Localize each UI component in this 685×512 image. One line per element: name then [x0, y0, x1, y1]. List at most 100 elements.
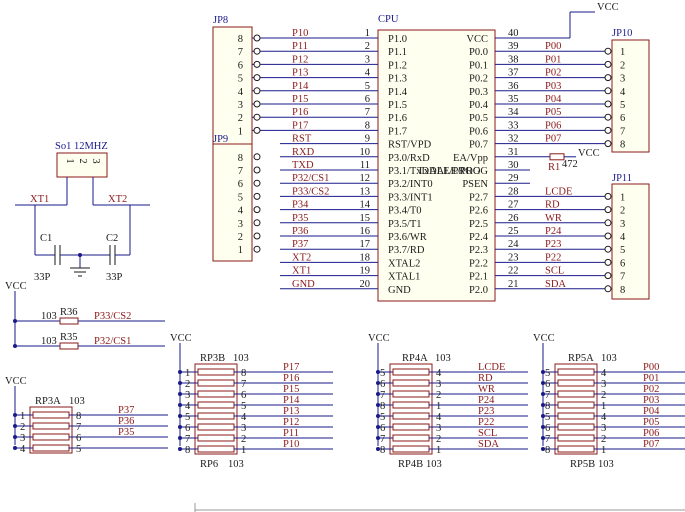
net-label: P24 [545, 226, 562, 237]
crystal-pin-number: 1 [64, 158, 75, 163]
pack-pin-number: 2 [185, 379, 190, 390]
cpu-pin-name: VCC [466, 34, 488, 45]
junction-dot [13, 319, 17, 323]
cpu-pin-number: 9 [365, 134, 370, 145]
net-label: P16 [283, 373, 299, 384]
pack-pin-number: 6 [241, 390, 246, 401]
cpu-pin-number: 15 [360, 213, 371, 224]
net-label: P05 [545, 107, 561, 118]
net-label: P01 [545, 54, 561, 65]
pack-resistor [197, 423, 235, 431]
jp9-pin-number: 3 [238, 219, 243, 230]
pack-pin-number: 2 [241, 434, 246, 445]
jp9-pin-number: 7 [238, 166, 243, 177]
pack-pin-number: 3 [241, 423, 246, 434]
pack-pin-number: 4 [20, 444, 26, 455]
pack-pin-number: 5 [545, 412, 550, 423]
net-label: P15 [292, 94, 308, 105]
pack-resistor [557, 379, 595, 387]
net-label: P33/CS2 [94, 311, 131, 322]
jp10-pin-number: 1 [620, 47, 625, 58]
jp10-pin-circle [604, 140, 612, 148]
cpu-pin-number: 32 [508, 134, 519, 145]
jp8-pin-number: 6 [238, 60, 243, 71]
pack-pin-number: 1 [241, 445, 246, 456]
jp8-pin-circle [253, 60, 261, 68]
pack-pin-number: 4 [601, 412, 607, 423]
pack-resistor [392, 401, 430, 409]
cpu-pin-number: 17 [360, 239, 371, 250]
jp9-pin-circle [253, 206, 261, 214]
cpu-pin-name: P2.2 [469, 258, 488, 269]
rp5a-value: 103 [601, 353, 617, 364]
pack-pin-number: 2 [20, 422, 25, 433]
jp8-pin-number: 2 [238, 113, 243, 124]
pack-resistor [557, 445, 595, 453]
net-label: P01 [643, 373, 659, 384]
cpu-pin-number: 21 [508, 279, 519, 290]
net-label: P03 [643, 395, 659, 406]
cpu-pin-number: 10 [360, 147, 371, 158]
cpu-pin-number: 27 [508, 200, 519, 211]
rp4a-value: 103 [435, 353, 451, 364]
net-label: TXD [292, 160, 314, 171]
xt1-label: XT1 [30, 194, 49, 205]
cpu-pin-number: 2 [365, 41, 370, 52]
pack-pin-number: 5 [545, 368, 550, 379]
pack-resistor [197, 445, 235, 453]
jp10-pin-circle [604, 60, 612, 68]
pack-pin-number: 2 [601, 434, 606, 445]
pack-pin-number: 8 [545, 445, 550, 456]
net-label: P12 [292, 54, 308, 65]
cpu-pin-name: P0.4 [469, 100, 489, 111]
jp10-pin-circle [604, 113, 612, 121]
pack-pin-number: 8 [380, 401, 385, 412]
jp11-pin-circle [604, 285, 612, 293]
pullup-resistor [59, 342, 79, 350]
jp9-pin-circle [253, 245, 261, 253]
jp10-pin-number: 2 [620, 60, 625, 71]
rp4a-frame [389, 363, 433, 455]
jp9-pin-number: 5 [238, 192, 243, 203]
jp8-pin-number: 7 [238, 47, 243, 58]
rp3b-ref2: RP6 [200, 459, 218, 470]
net-label: P22 [545, 252, 561, 263]
pack-pin-number: 2 [436, 390, 441, 401]
cpu-pin-name: RST/VPD [388, 140, 432, 151]
net-label: P32/CS1 [292, 173, 329, 184]
pack-pin-number: 1 [436, 445, 441, 456]
jp8-pin-number: 5 [238, 74, 243, 85]
rp5a-frame [554, 363, 598, 455]
cpu-pin-name: P1.4 [388, 87, 408, 98]
net-label: SCL [478, 428, 497, 439]
cpu-pin-number: 39 [508, 41, 519, 52]
cpu-pin-number: 8 [365, 120, 370, 131]
rp3b-value: 103 [233, 353, 249, 364]
jp11-pin-circle [604, 245, 612, 253]
jp9-ref: JP9 [213, 134, 228, 145]
net-label: P14 [292, 81, 309, 92]
pack-pin-number: 6 [76, 433, 81, 444]
net-label: P32/CS1 [94, 336, 131, 347]
net-label: P11 [292, 41, 308, 52]
c2-ref: C2 [106, 233, 118, 244]
pack-pin-number: 6 [380, 423, 385, 434]
cpu-pin-number: 37 [508, 68, 519, 79]
vcc-label: VCC [170, 333, 192, 344]
pack-resistor [32, 411, 70, 419]
jp11-pin-circle [604, 258, 612, 266]
cpu-pin-name: P3.0/RxD [388, 153, 430, 164]
pack-pin-number: 8 [76, 411, 81, 422]
net-label: XT1 [292, 266, 311, 277]
rp5a-ref: RP5A [568, 353, 594, 364]
pullup-resistor [59, 317, 79, 325]
cpu-pin-number: 29 [508, 173, 519, 184]
net-label: P00 [643, 362, 659, 373]
cpu-pin-name: P2.3 [469, 245, 488, 256]
cpu-pin-name: P3.6/WR [388, 232, 427, 243]
pack-pin-number: 1 [601, 401, 606, 412]
pack-pin-number: 3 [436, 423, 441, 434]
crystal-pin-number: 2 [77, 158, 88, 163]
cpu-pin-name: P0.2 [469, 74, 488, 85]
pack-pin-number: 7 [380, 390, 385, 401]
